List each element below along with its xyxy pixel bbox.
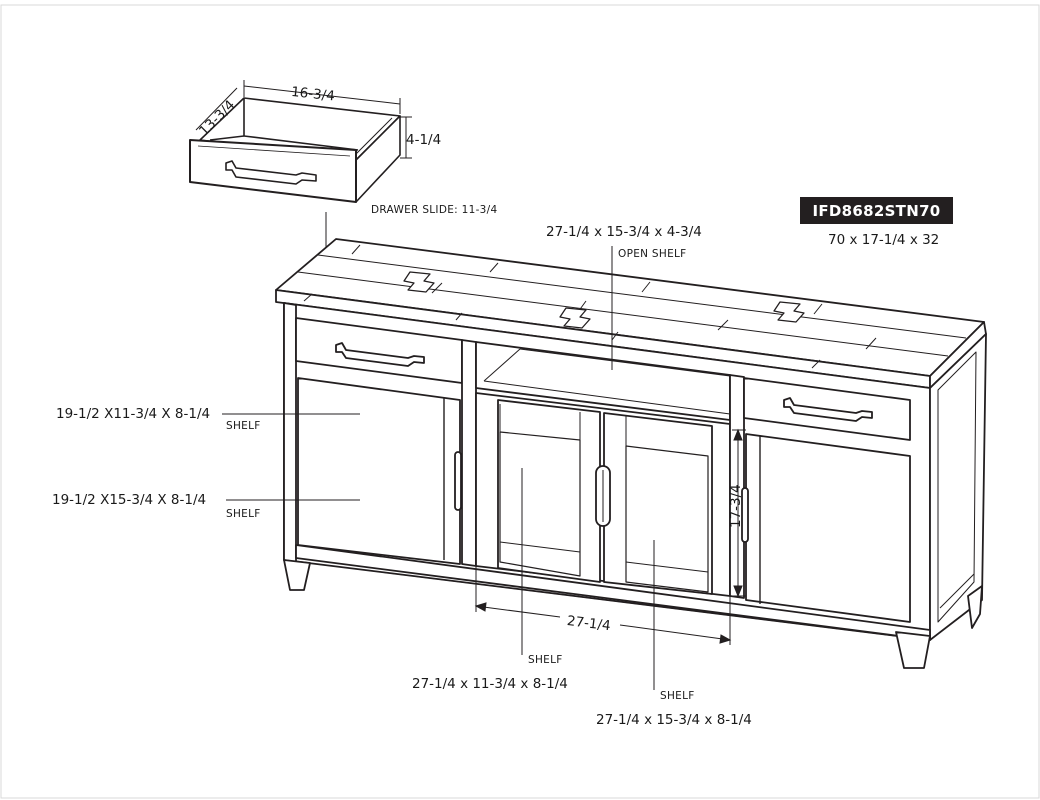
left-upper-shelf-dims: 19-1/2 X11-3/4 X 8-1/4: [56, 406, 211, 422]
center-left-shelf-dims: 27-1/4 x 11-3/4 x 8-1/4: [412, 676, 568, 692]
center-right-shelf-dims: 27-1/4 x 15-3/4 x 8-1/4: [596, 712, 752, 728]
center-height-label: 17-3/4: [728, 484, 744, 528]
frame-border: [0, 4, 1040, 799]
drawer-height-label: 4-1/4: [406, 132, 442, 148]
drawer-slide-label: DRAWER SLIDE: 11-3/4: [371, 204, 498, 216]
open-shelf-label: OPEN SHELF: [618, 248, 687, 260]
left-upper-shelf-label: SHELF: [226, 420, 261, 432]
center-left-shelf-label: SHELF: [528, 654, 563, 666]
left-lower-shelf-label: SHELF: [226, 508, 261, 520]
model-code-badge: IFD8682STN70: [800, 197, 953, 224]
drawer-drawing: [189, 80, 412, 203]
open-shelf-dims: 27-1/4 x 15-3/4 x 4-3/4: [546, 224, 702, 240]
cabinet-drawing: [275, 238, 987, 669]
left-lower-shelf-dims: 19-1/2 X15-3/4 X 8-1/4: [52, 492, 207, 508]
overall-dimensions: 70 x 17-1/4 x 32: [828, 232, 940, 248]
dimension-lines: [222, 246, 746, 690]
center-right-shelf-label: SHELF: [660, 690, 695, 702]
